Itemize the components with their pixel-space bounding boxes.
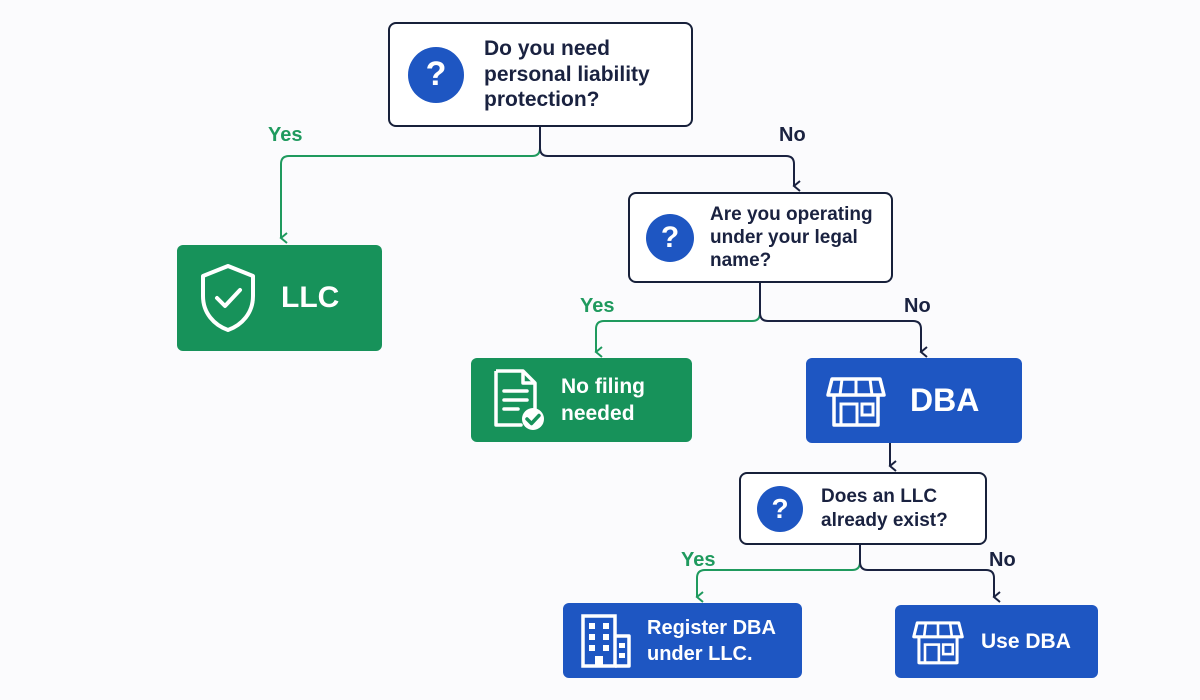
result-label: Use DBA bbox=[981, 629, 1071, 653]
result-label: DBA bbox=[910, 382, 980, 418]
q1-yes-connector bbox=[279, 147, 541, 244]
q2-no-label: No bbox=[904, 295, 931, 317]
result-label: Register DBA under LLC. bbox=[647, 616, 776, 665]
shield-check-icon bbox=[201, 264, 255, 332]
q1-yes-label: Yes bbox=[268, 124, 303, 146]
q2-yes-label: Yes bbox=[580, 295, 615, 317]
q1-no-label: No bbox=[779, 124, 806, 146]
result-use-dba: Use DBA bbox=[895, 605, 1098, 678]
question-mark-circle-icon: ? bbox=[757, 485, 803, 532]
q2-no-connector bbox=[759, 312, 928, 358]
question-text: Do you need personal liability protectio… bbox=[484, 37, 650, 112]
question-mark-circle-icon: ? bbox=[646, 213, 694, 262]
q3-yes-label: Yes bbox=[681, 549, 716, 571]
q3-yes-connector bbox=[695, 561, 861, 603]
result-register-dba: Register DBA under LLC. bbox=[563, 603, 802, 678]
question-node-llc-exists: ? Does an LLC already exist? bbox=[739, 472, 987, 545]
question-node-legal-name: ? Are you operating under your legal nam… bbox=[628, 192, 893, 283]
q3-no-label: No bbox=[989, 549, 1016, 571]
question-text: Are you operating under your legal name? bbox=[710, 203, 873, 272]
result-label: LLC bbox=[281, 281, 340, 314]
result-label: No filing needed bbox=[561, 374, 645, 425]
result-llc: LLC bbox=[177, 245, 382, 351]
question-node-liability: ? Do you need personal liability protect… bbox=[388, 22, 693, 127]
q2-yes-connector bbox=[594, 312, 761, 358]
result-no-filing: No filing needed bbox=[471, 358, 692, 442]
office-building-icon bbox=[581, 613, 631, 668]
q1-no-connector bbox=[539, 147, 801, 192]
result-dba: DBA bbox=[806, 358, 1022, 443]
storefront-icon bbox=[826, 376, 886, 427]
q3-no-connector bbox=[859, 561, 1001, 603]
storefront-icon bbox=[912, 620, 964, 664]
question-mark-circle-icon: ? bbox=[408, 46, 464, 103]
document-check-icon bbox=[494, 369, 544, 430]
question-text: Does an LLC already exist? bbox=[821, 486, 948, 531]
